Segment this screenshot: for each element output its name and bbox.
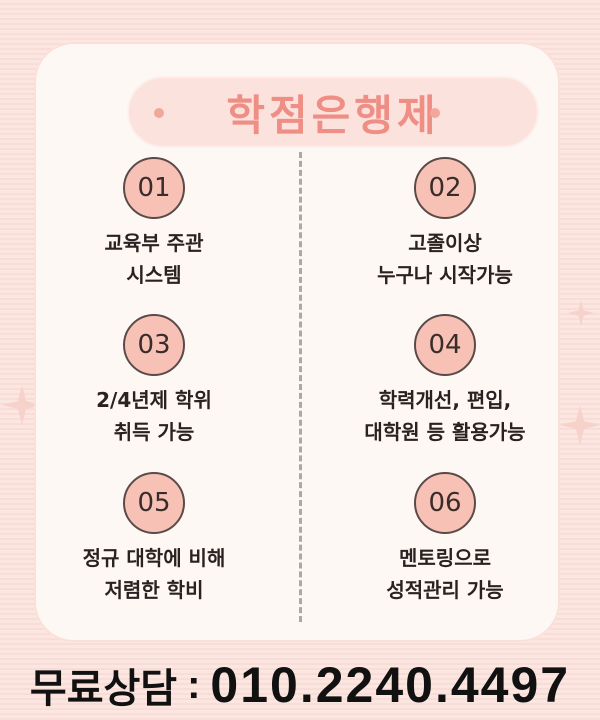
title-banner: 학점은행제 xyxy=(127,76,539,148)
feature-text: 2/4년제 학위 취득 가능 xyxy=(24,384,284,448)
feature-line-1: 고졸이상 xyxy=(408,231,482,255)
feature-item-01: 01 교육부 주관 시스템 xyxy=(24,157,284,291)
banner-dot-left xyxy=(154,108,164,118)
number-badge: 03 xyxy=(123,314,185,376)
feature-item-03: 03 2/4년제 학위 취득 가능 xyxy=(24,314,284,448)
number-badge: 01 xyxy=(123,157,185,219)
center-divider xyxy=(299,152,302,622)
info-card: 학점은행제 01 교육부 주관 시스템 02 고졸이상 누구나 시작가능 03 … xyxy=(34,42,560,642)
feature-line-1: 학력개선, 편입, xyxy=(378,388,512,412)
feature-line-1: 교육부 주관 xyxy=(104,231,204,255)
feature-line-2: 성적관리 가능 xyxy=(386,578,504,602)
feature-item-06: 06 멘토링으로 성적관리 가능 xyxy=(315,472,575,606)
footer-separator: : xyxy=(187,662,201,707)
feature-text: 정규 대학에 비해 저렴한 학비 xyxy=(24,542,284,606)
feature-text: 교육부 주관 시스템 xyxy=(24,227,284,291)
feature-text: 고졸이상 누구나 시작가능 xyxy=(315,227,575,291)
phone-number[interactable]: 010.2240.4497 xyxy=(210,657,571,713)
feature-line-2: 시스템 xyxy=(126,263,182,287)
feature-item-02: 02 고졸이상 누구나 시작가능 xyxy=(315,157,575,291)
feature-line-2: 누구나 시작가능 xyxy=(377,263,513,287)
consultation-label: 무료상담 xyxy=(29,667,178,711)
feature-item-05: 05 정규 대학에 비해 저렴한 학비 xyxy=(24,472,284,606)
feature-line-1: 정규 대학에 비해 xyxy=(82,546,226,570)
banner-dot-right xyxy=(430,108,440,118)
feature-text: 멘토링으로 성적관리 가능 xyxy=(315,542,575,606)
feature-line-1: 2/4년제 학위 xyxy=(96,388,212,412)
feature-line-2: 저렴한 학비 xyxy=(104,578,204,602)
feature-line-2: 대학원 등 활용가능 xyxy=(364,420,526,444)
feature-line-1: 멘토링으로 xyxy=(399,546,491,570)
number-badge: 04 xyxy=(414,314,476,376)
feature-text: 학력개선, 편입, 대학원 등 활용가능 xyxy=(315,384,575,448)
page-title: 학점은행제 xyxy=(226,90,440,140)
feature-item-04: 04 학력개선, 편입, 대학원 등 활용가능 xyxy=(315,314,575,448)
feature-line-2: 취득 가능 xyxy=(113,420,195,444)
number-badge: 02 xyxy=(414,157,476,219)
number-badge: 05 xyxy=(123,472,185,534)
number-badge: 06 xyxy=(414,472,476,534)
consultation-footer: 무료상담 : 010.2240.4497 xyxy=(0,650,600,720)
